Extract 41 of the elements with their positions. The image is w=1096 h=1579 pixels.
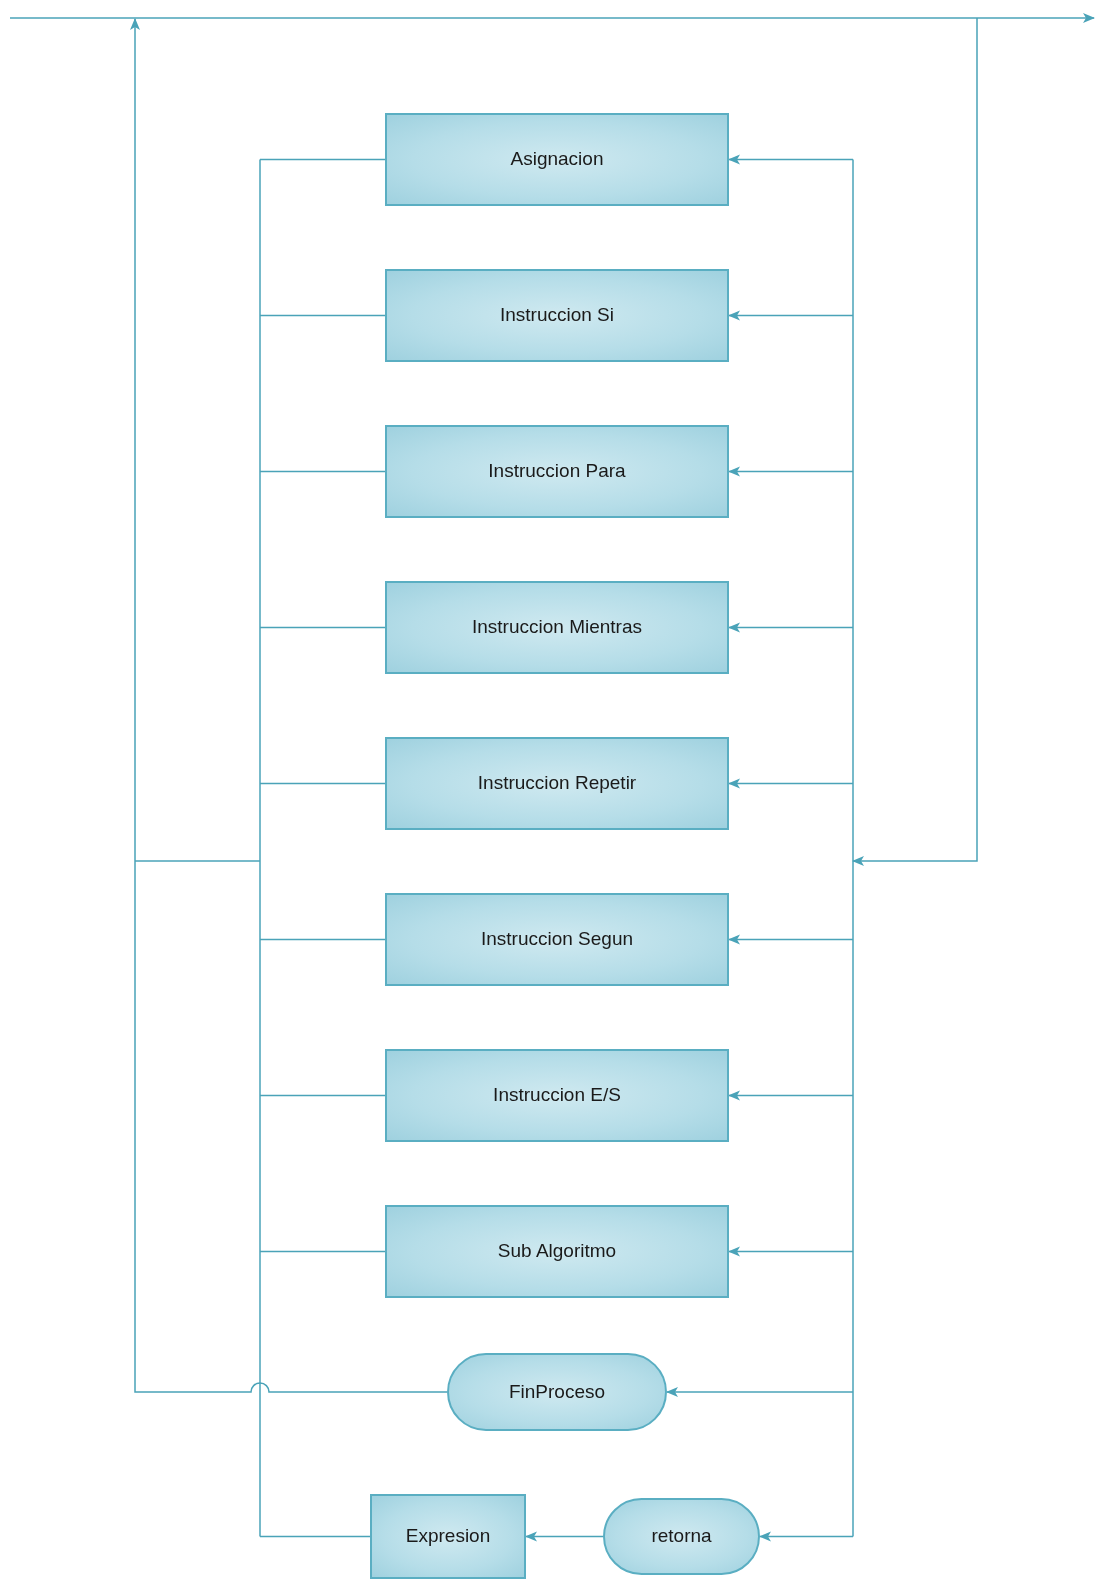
box-label: Instruccion Repetir [477, 771, 637, 796]
process-box [385, 113, 729, 206]
box-label: retorna [651, 1524, 712, 1549]
connector-line [728, 622, 854, 633]
process-box [385, 737, 729, 830]
process-box [385, 581, 729, 674]
connector-line [259, 938, 386, 941]
connector-line [259, 470, 386, 473]
connector-line [728, 1090, 854, 1101]
connector-line [759, 1531, 854, 1542]
connector-line [259, 314, 386, 317]
connector-line [728, 310, 854, 321]
connector-line [525, 1531, 604, 1542]
process-box [385, 1049, 729, 1142]
connector-line [259, 1535, 371, 1538]
connector-line [259, 158, 386, 161]
process-box [370, 1494, 526, 1579]
process-box [385, 893, 729, 986]
box-label: Instruccion Si [499, 303, 614, 328]
process-box [385, 269, 729, 362]
process-box [385, 1205, 729, 1298]
connector-line [259, 1250, 386, 1253]
connector-line [728, 778, 854, 789]
process-box [385, 425, 729, 518]
connector-line [728, 466, 854, 477]
box-label: Sub Algoritmo [497, 1239, 617, 1264]
box-label: Asignacion [510, 147, 604, 172]
connector-line [728, 1246, 854, 1257]
connector-line [728, 934, 854, 945]
connector-line [259, 626, 386, 629]
connector-line [259, 782, 386, 785]
connector-line [728, 154, 854, 165]
connector-line [666, 1387, 854, 1397]
connector-line [259, 1094, 386, 1097]
connector-line [130, 18, 448, 1393]
box-label: Instruccion Segun [480, 927, 634, 952]
box-label: Instruccion E/S [493, 1083, 621, 1108]
box-label: Instruccion Para [488, 459, 626, 484]
box-label: Expresion [405, 1524, 491, 1549]
box-label: FinProceso [508, 1379, 606, 1404]
box-label: Instruccion Mientras [472, 615, 642, 640]
